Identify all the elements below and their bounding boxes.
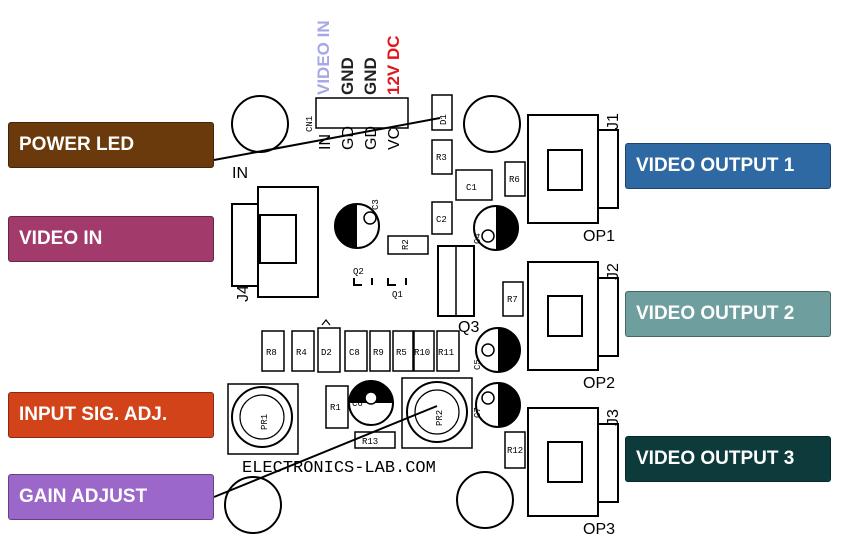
silk-pin-in: IN [317,134,334,150]
led-d1 [431,94,453,131]
silk-q3: Q3 [458,319,479,336]
resistor-r8 [261,330,285,372]
silk-pin-gd-1: GD [340,126,357,150]
pin-header-cn1 [315,97,409,129]
silk-r2: R2 [401,239,411,250]
leader-line-power-led [213,117,441,161]
silk-c1: C1 [466,183,477,193]
silk-cn1: CN1 [305,116,315,132]
silk-in: IN [232,165,248,182]
pin-label-gnd-2: GND [361,57,380,95]
resistor-r2 [387,235,429,255]
transistor-q1 [387,278,407,286]
silk-r5: R5 [396,348,407,358]
resistor-r11 [436,330,460,372]
connector-j2 [527,261,619,371]
silk-c4: C4 [473,233,483,244]
mounting-hole [231,95,289,153]
connector-j4 [231,186,319,298]
trimmer-pr2 [401,377,473,449]
silk-c6: C6 [352,399,363,409]
silk-pr1: PR1 [260,414,270,430]
capacitor-c6 [348,380,394,426]
capacitor-c2 [431,201,453,235]
silk-j1: J1 [605,113,622,130]
mounting-hole [463,95,521,153]
silk-q2: Q2 [353,267,364,277]
transistor-q2 [353,278,373,286]
silk-c7: C7 [473,407,483,418]
trimmer-pr1 [227,383,299,455]
resistor-r7 [502,281,524,317]
silk-j3: J3 [605,409,622,426]
callout-video-output-1: VIDEO OUTPUT 1 [625,143,831,189]
silk-j2: J2 [605,263,622,280]
callout-video-output-2: VIDEO OUTPUT 2 [625,291,831,337]
callout-input-sig-adj: INPUT SIG. ADJ. [8,392,214,438]
silk-r6: R6 [509,175,520,185]
resistor-r10 [413,330,435,372]
diode-d2 [317,319,341,373]
capacitor-c3 [334,203,380,249]
silk-c3: C3 [371,199,381,210]
silk-r1: R1 [330,403,341,413]
mounting-hole [224,476,282,534]
silk-r13: R13 [362,437,378,447]
silk-r12: R12 [507,446,523,456]
capacitor-c4 [473,205,519,251]
resistor-r12 [504,431,526,469]
resistor-r3 [431,139,453,175]
silk-pin-vc: VC [386,128,403,150]
silk-q1: Q1 [392,290,403,300]
capacitor-c5 [475,327,521,373]
capacitor-c7 [475,382,521,428]
silk-d2: D2 [321,348,332,358]
silk-op2: OP2 [583,375,615,392]
silk-d1: D1 [439,114,449,125]
capacitor-c1 [455,169,493,201]
pin-label-12v-dc: 12V DC [384,35,403,95]
pin-label-gnd-1: GND [338,57,357,95]
resistor-r6 [504,161,526,197]
silk-c5: C5 [473,359,483,370]
resistor-r4 [291,330,315,372]
resistor-r5 [392,330,414,372]
silk-r7: R7 [507,295,518,305]
silk-r11: R11 [438,348,454,358]
callout-video-output-3: VIDEO OUTPUT 3 [625,436,831,482]
silk-j4: J4 [235,285,252,302]
mounting-hole [456,471,514,529]
silk-pr2: PR2 [435,410,445,426]
silk-r9: R9 [373,348,384,358]
resistor-r9 [369,330,391,372]
silk-r10: R10 [414,348,430,358]
callout-video-in: VIDEO IN [8,216,214,262]
connector-j1 [527,114,619,224]
callout-power-led: POWER LED [8,122,214,168]
capacitor-c8 [344,330,368,372]
silk-c8: C8 [349,348,360,358]
silk-r4: R4 [296,348,307,358]
silk-op3: OP3 [583,521,615,538]
pin-label-video-in: VIDEO IN [314,20,333,95]
silk-c2: C2 [436,215,447,225]
silk-op1: OP1 [583,228,615,245]
silk-website: ELECTRONICS-LAB.COM [242,459,436,478]
resistor-r1 [325,385,349,429]
silk-r8: R8 [266,348,277,358]
connector-j3 [527,407,619,517]
leader-line-gain-adjust [213,405,438,498]
silk-r3: R3 [436,153,447,163]
callout-gain-adjust: GAIN ADJUST [8,474,214,520]
